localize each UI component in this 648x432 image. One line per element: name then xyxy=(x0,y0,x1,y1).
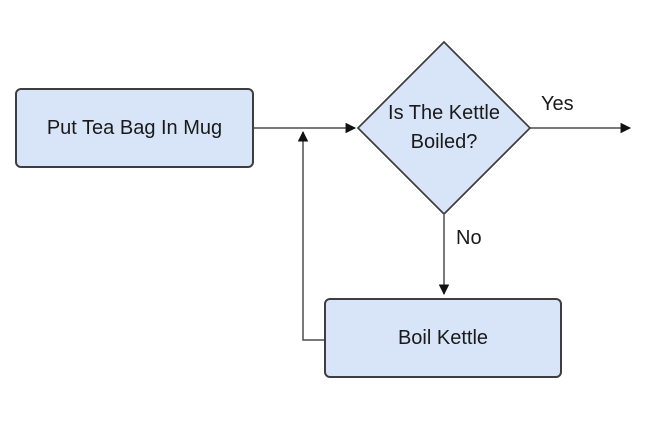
connector-boil-kettle-loopback xyxy=(297,130,324,341)
process-node-boil-kettle: Boil Kettle xyxy=(324,298,562,378)
process-node-put-tea-bag: Put Tea Bag In Mug xyxy=(15,88,254,168)
decision-node-diamond-shape xyxy=(356,40,532,216)
process-node-put-tea-bag-label: Put Tea Bag In Mug xyxy=(46,117,223,139)
edge-label-no: No xyxy=(456,227,482,249)
edge-label-yes: Yes xyxy=(541,93,574,115)
decision-node-kettle-boiled-label: Is The Kettle Boiled? xyxy=(388,102,500,153)
decision-node-kettle-boiled: Is The Kettle Boiled? xyxy=(388,85,500,171)
process-node-boil-kettle-label: Boil Kettle xyxy=(397,327,489,349)
